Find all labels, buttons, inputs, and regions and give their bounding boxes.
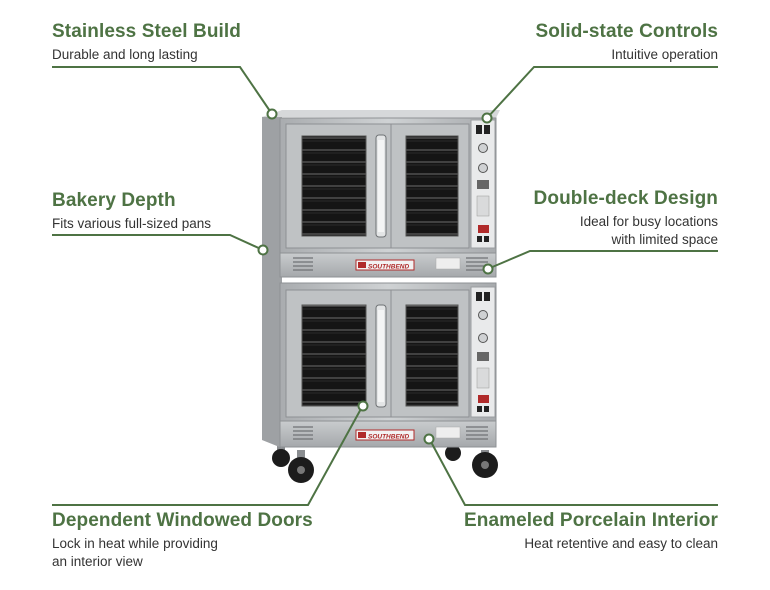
dot-double-deck (482, 263, 494, 275)
callout-bakery-depth: Bakery Depth Fits various full-sized pan… (52, 190, 211, 233)
callout-porcelain-interior: Enameled Porcelain Interior Heat retenti… (464, 510, 718, 553)
callout-desc: Durable and long lasting (52, 47, 198, 62)
callout-desc: Intuitive operation (611, 47, 718, 62)
lower-vent-strip: SOUTHBEND (279, 420, 497, 448)
callout-stainless-steel: Stainless Steel Build Durable and long l… (52, 21, 241, 64)
callout-title: Dependent Windowed Doors (52, 510, 313, 531)
callout-desc-line1: Ideal for busy locations (579, 214, 718, 229)
upper-oven (279, 117, 497, 254)
callout-title: Stainless Steel Build (52, 21, 241, 42)
dot-stainless (266, 108, 278, 120)
dot-controls (481, 112, 493, 124)
callout-desc-line2: an interior view (52, 554, 143, 569)
callout-title: Enameled Porcelain Interior (463, 510, 718, 531)
upper-vent-strip: SOUTHBEND (279, 252, 497, 278)
caster-wheels (272, 442, 498, 483)
oven-top (262, 110, 500, 118)
callout-title: Double-deck Design (533, 188, 718, 209)
callout-title: Solid-state Controls (535, 21, 718, 42)
callout-double-deck: Double-deck Design Ideal for busy locati… (534, 188, 718, 249)
callout-desc-line2: with limited space (611, 232, 718, 247)
callout-solid-state-controls: Solid-state Controls Intuitive operation (535, 21, 718, 64)
dot-bakery (257, 244, 269, 256)
callout-windowed-doors: Dependent Windowed Doors Lock in heat wh… (52, 510, 313, 571)
callout-desc: Heat retentive and easy to clean (524, 536, 718, 551)
brand-logo-upper: SOUTHBEND (368, 264, 409, 271)
callout-desc: Fits various full-sized pans (52, 216, 212, 231)
lower-oven (279, 282, 497, 422)
leader-dots (257, 108, 494, 445)
callout-desc-line1: Lock in heat while providing (52, 536, 218, 551)
dot-interior (423, 433, 435, 445)
oven-side-panel (262, 112, 282, 448)
callout-title: Bakery Depth (52, 190, 176, 211)
dot-doors (357, 400, 369, 412)
brand-logo-lower: SOUTHBEND (368, 434, 409, 441)
leader-lines (52, 66, 718, 506)
